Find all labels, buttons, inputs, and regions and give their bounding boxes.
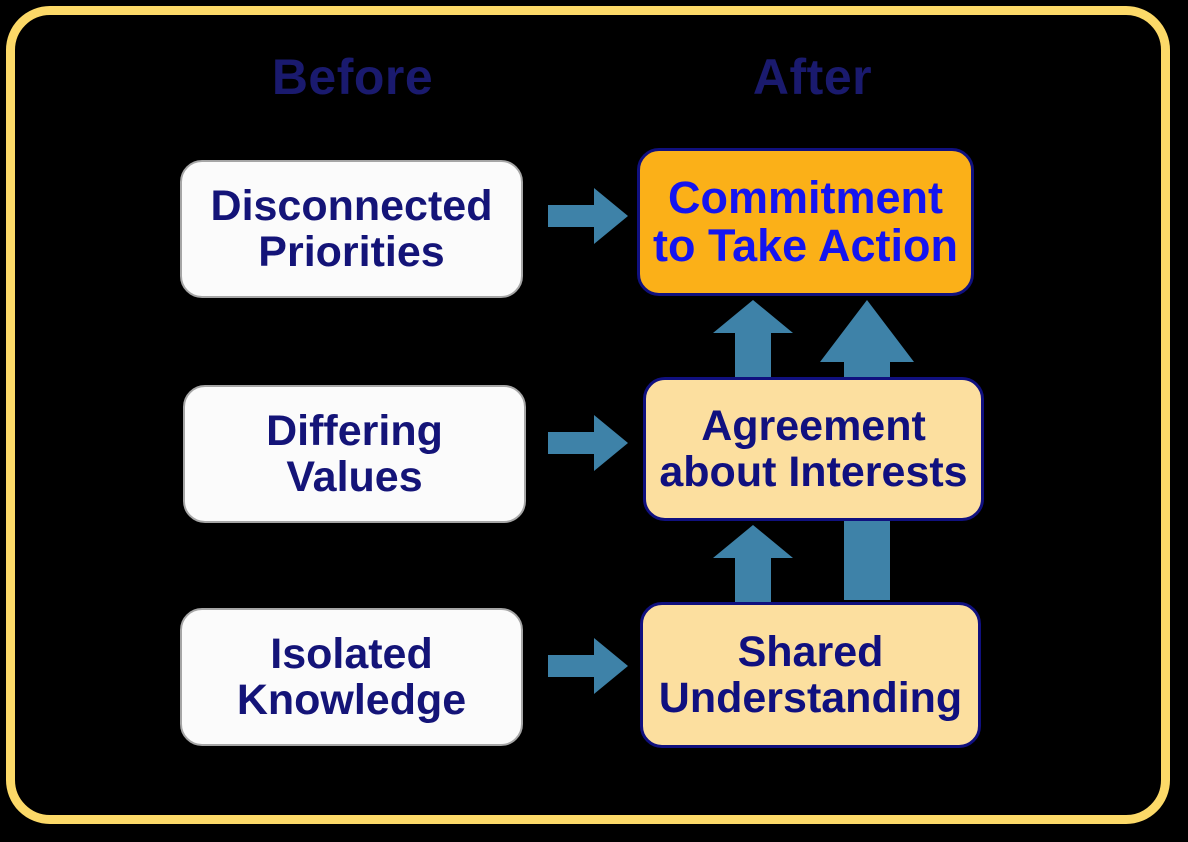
- node-line-2: Knowledge: [236, 676, 467, 724]
- node-line-1: Shared: [737, 628, 884, 676]
- node-line-1: Commitment: [667, 171, 943, 223]
- node-line-2: about Interests: [659, 448, 968, 496]
- column-header-after: After: [752, 49, 873, 105]
- node-line-1: Agreement: [701, 402, 926, 450]
- node-line-2: Priorities: [258, 228, 445, 276]
- arrow-right-isolated-knowledge-to-shared-understanding: [548, 638, 628, 694]
- node-line-2: Values: [286, 453, 423, 501]
- node-line-1: Isolated: [270, 630, 433, 678]
- arrow-right-disconnected-priorities-to-commitment: [548, 188, 628, 244]
- node-line-1: Disconnected: [210, 182, 493, 230]
- node-line-1: Differing: [266, 407, 443, 455]
- node-line-2: to Take Action: [652, 220, 959, 271]
- node-line-2: Understanding: [658, 674, 963, 722]
- column-header-before: Before: [271, 49, 434, 105]
- arrow-up-agreement-to-commitment: [713, 300, 793, 378]
- arrow-up-shared-understanding-to-agreement: [713, 525, 793, 603]
- arrow-right-differing-values-to-agreement: [548, 415, 628, 471]
